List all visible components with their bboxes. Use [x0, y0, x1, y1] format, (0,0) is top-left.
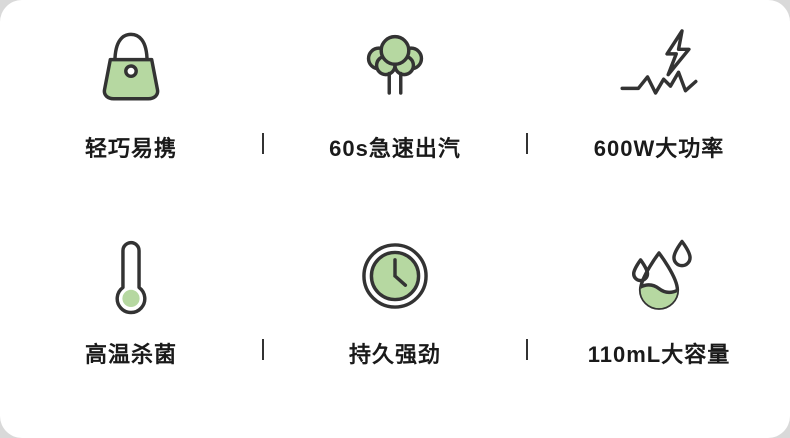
feature-label: 持久强劲 — [348, 342, 441, 367]
steam-burst-icon — [285, 22, 505, 118]
feature-power: 600W大功率 — [549, 22, 769, 164]
handbag-icon — [21, 22, 241, 118]
feature-sterilize: 高温杀菌 — [21, 228, 241, 370]
feature-label: 60s急速出汽 — [329, 136, 461, 161]
feature-row-1: 轻巧易携 60s急速出汽 — [0, 22, 790, 164]
divider — [241, 22, 285, 164]
feature-capacity: 110mL大容量 — [549, 228, 769, 370]
divider — [241, 228, 285, 370]
divider — [505, 228, 549, 370]
feature-label: 110mL大容量 — [587, 342, 731, 367]
feature-label: 轻巧易携 — [84, 136, 177, 161]
feature-steam: 60s急速出汽 — [285, 22, 505, 164]
feature-label: 高温杀菌 — [84, 342, 177, 367]
clock-icon — [285, 228, 505, 324]
feature-label: 600W大功率 — [593, 136, 725, 161]
thermometer-icon — [21, 228, 241, 324]
lightning-wave-icon — [549, 22, 769, 118]
feature-row-2: 高温杀菌 持久强劲 — [0, 228, 790, 370]
divider — [505, 22, 549, 164]
water-drops-icon — [549, 228, 769, 324]
feature-lasting: 持久强劲 — [285, 228, 505, 370]
feature-portable: 轻巧易携 — [21, 22, 241, 164]
